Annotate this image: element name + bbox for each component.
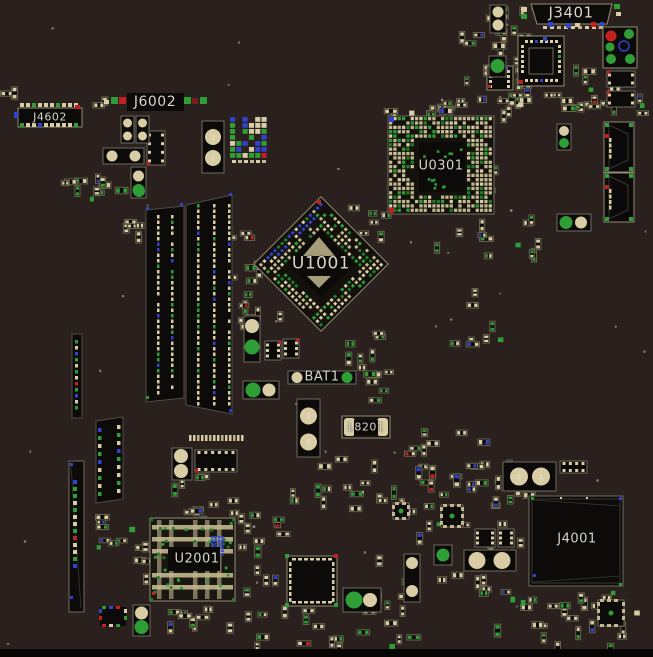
component-label-j4001[interactable]: J4001 (557, 531, 597, 547)
battery-bat1[interactable] (287, 370, 357, 385)
component-label-u1001[interactable]: U1001 (291, 253, 351, 274)
svg-text:1: 1 (539, 473, 543, 481)
svg-text:2: 2 (211, 134, 215, 142)
component-label-l8201[interactable]: L8201 (347, 420, 385, 434)
svg-text:1: 1 (306, 439, 310, 447)
component-label-u0301[interactable]: U0301 (418, 158, 464, 174)
component-label-bat1[interactable]: BAT1 (304, 369, 340, 385)
qfn-chip[interactable] (517, 35, 565, 87)
component-label-j6002[interactable]: J6002 (133, 94, 177, 110)
memory-slot-connector-b[interactable] (185, 194, 233, 415)
connector-j6002[interactable] (127, 93, 184, 111)
component-label-u2001[interactable]: U2001 (174, 551, 220, 567)
board-edge-bar[interactable] (0, 649, 653, 657)
component-label-j3401[interactable]: J3401 (548, 3, 594, 22)
connector-j4001[interactable] (528, 495, 624, 587)
svg-text:2: 2 (517, 473, 521, 481)
component-label-j4602[interactable]: J4602 (33, 110, 67, 124)
memory-slot-connector-a[interactable] (145, 205, 185, 403)
board-connector[interactable] (95, 416, 124, 504)
svg-text:1: 1 (211, 155, 215, 163)
qfp-chip[interactable] (286, 555, 338, 607)
connector-j3401[interactable] (530, 3, 613, 25)
svg-text:2: 2 (306, 413, 310, 421)
